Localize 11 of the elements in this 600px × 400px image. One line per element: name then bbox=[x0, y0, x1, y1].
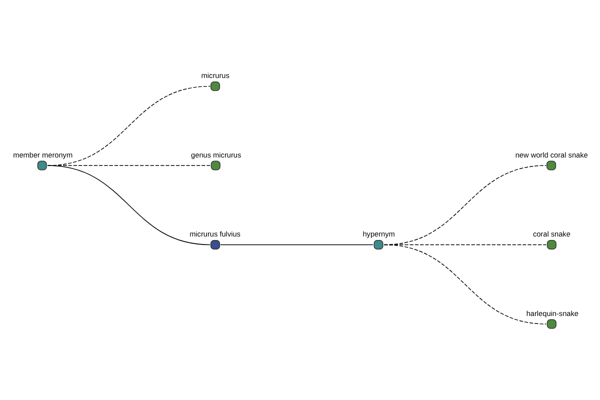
connector bbox=[384, 244, 547, 324]
node-label: micrurus bbox=[201, 71, 230, 80]
node-label: genus micrurus bbox=[191, 150, 242, 160]
connector bbox=[220, 244, 374, 246]
node-label: hypernym bbox=[362, 230, 395, 239]
node-label: coral snake bbox=[532, 230, 570, 239]
node-label: new world coral snake bbox=[515, 150, 588, 160]
node-label: harlequin-snake bbox=[526, 308, 578, 318]
node-label: member meronym bbox=[13, 150, 73, 160]
node-label: micrurus fulvius bbox=[190, 230, 240, 239]
connector bbox=[47, 165, 210, 246]
